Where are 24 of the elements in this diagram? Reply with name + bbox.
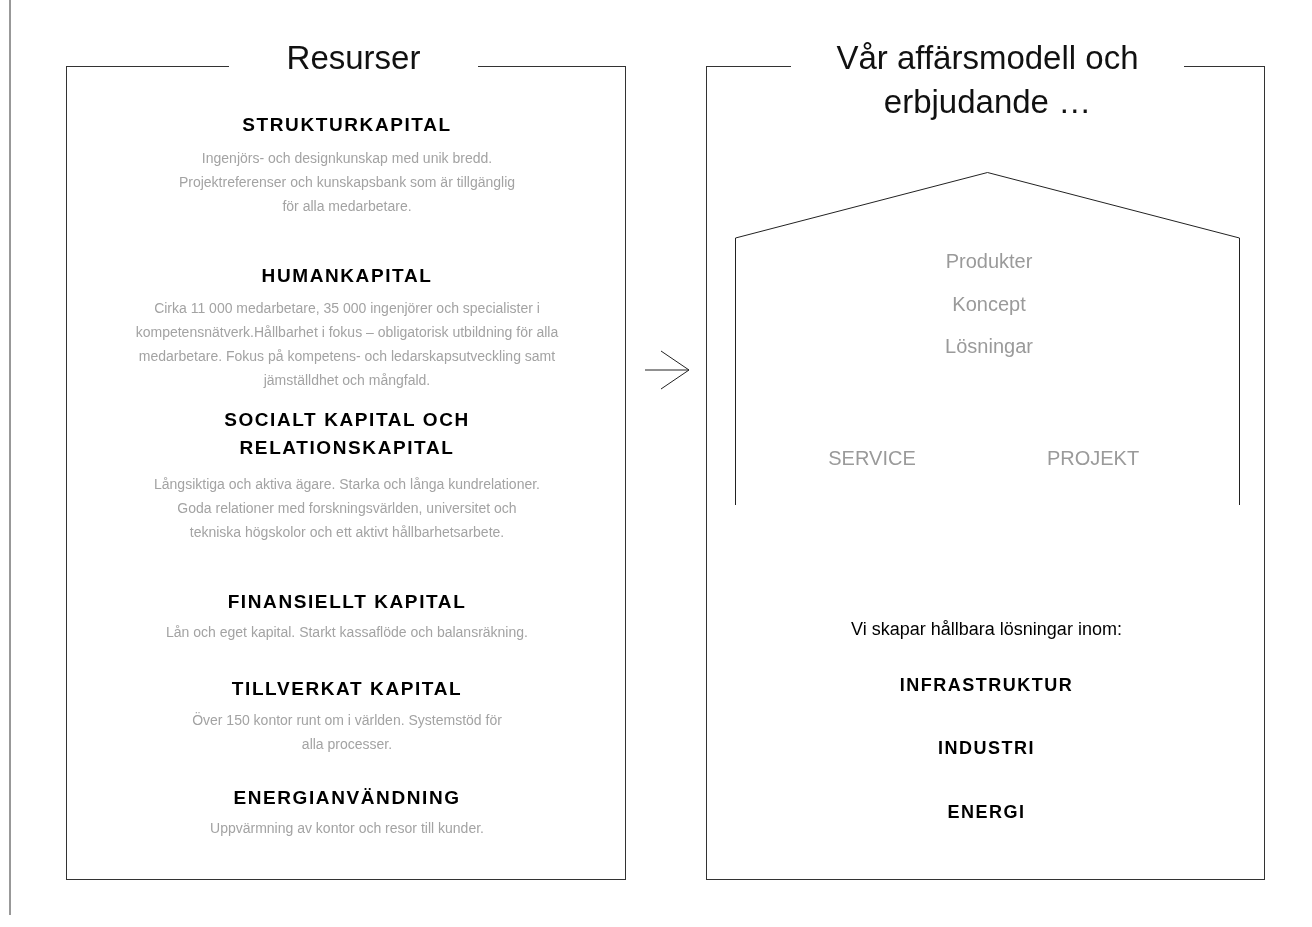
section-heading: ENERGIANVÄNDNING	[232, 786, 462, 810]
section-text: Cirka 11 000 medarbetare, 35 000 ingenjörer och specialister i kompetensnätverk.Hållbarhet i fokus – obligatorisk utbildning för alla medarbetare. Fokus på kompetens- och ledarskapsutveckling samt jämställdhet och mångfald.	[134, 299, 560, 390]
offering-label: SERVICE	[828, 447, 916, 470]
panel-title: Resurser	[285, 38, 422, 78]
section-heading: SOCIALT KAPITAL OCH RELATIONSKAPITAL	[223, 408, 471, 460]
section-text: Uppvärmning av kontor och resor till kunder.	[209, 819, 485, 838]
offering-label: Produkter	[945, 250, 1033, 273]
category-label: INFRASTRUKTUR	[898, 675, 1075, 696]
section-heading: TILLVERKAT KAPITAL	[230, 677, 464, 701]
section-text: Över 150 kontor runt om i världen. Systemstöd för alla processer.	[191, 711, 503, 754]
section-heading: FINANSIELLT KAPITAL	[226, 590, 468, 614]
section-text: Långsiktiga och aktiva ägare. Starka och långa kundrelationer. Goda relationer med forskningsvärlden, universitet och tekniska högskolor och ett aktivt hållbarhetsarbete.	[153, 475, 541, 542]
section-text: Lån och eget kapital. Starkt kassaflöde och balansräkning.	[165, 623, 529, 642]
category-label: ENERGI	[946, 802, 1027, 823]
section-heading: HUMANKAPITAL	[260, 264, 434, 288]
category-label: INDUSTRI	[937, 738, 1036, 759]
offering-label: Lösningar	[945, 335, 1033, 358]
offering-label: Koncept	[952, 293, 1026, 316]
section-heading: STRUKTURKAPITAL	[241, 113, 453, 137]
offering-label: PROJEKT	[1046, 447, 1140, 470]
panel-title: Vår affärsmodell och erbjudande …	[835, 38, 1140, 122]
section-text: Ingenjörs- och designkunskap med unik bredd. Projektreferenser och kunskapsbank som är tillgänglig för alla medarbetare.	[177, 149, 517, 216]
intro-text: Vi skapar hållbara lösningar inom:	[850, 619, 1123, 640]
arrow	[644, 350, 690, 390]
